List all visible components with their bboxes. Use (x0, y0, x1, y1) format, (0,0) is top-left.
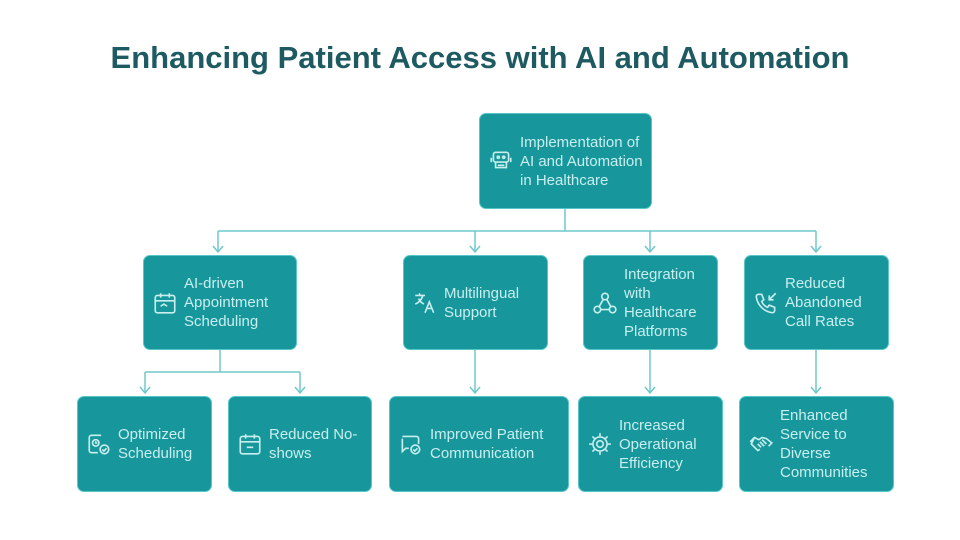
node-optimized-scheduling: Optimized Scheduling (77, 396, 212, 492)
node-operational-efficiency: Increased Operational Efficiency (578, 396, 723, 492)
handshake-icon (748, 431, 774, 457)
node-improved-communication: Improved Patient Communication (389, 396, 569, 492)
node-diverse-communities: Enhanced Service to Diverse Communities (739, 396, 894, 492)
node-multilingual: Multilingual Support (403, 255, 548, 350)
node-label: AI-driven Appointment Scheduling (184, 275, 269, 330)
node-label: Integration with Healthcare Platforms (624, 265, 697, 340)
node-label: Optimized Scheduling (118, 426, 193, 462)
page-title: Enhancing Patient Access with AI and Aut… (110, 40, 850, 75)
node-label: Enhanced Service to Diverse Communities (780, 407, 868, 481)
node-label: Reduced No-shows (269, 426, 358, 462)
node-label: Reduced Abandoned Call Rates (785, 275, 862, 330)
node-reduced-no-shows: Reduced No-shows (228, 396, 372, 492)
root-node: Implementation of AI and Automation in H… (479, 113, 652, 209)
robot-icon (488, 148, 514, 174)
node-label: Implementation of AI and Automation in H… (520, 133, 643, 189)
gear-icon (587, 431, 613, 457)
node-label: Improved Patient Communication (430, 426, 544, 462)
network-icon (592, 290, 618, 316)
chat-check-icon (398, 431, 424, 457)
translate-icon (412, 290, 438, 316)
node-ai-scheduling: AI-driven Appointment Scheduling (143, 255, 297, 350)
phone-incoming-icon (753, 290, 779, 316)
clock-check-icon (86, 431, 112, 457)
node-label: Increased Operational Efficiency (619, 416, 697, 472)
node-label: Multilingual Support (444, 284, 520, 321)
node-integration: Integration with Healthcare Platforms (583, 255, 718, 350)
calendar-icon (152, 290, 178, 316)
node-abandoned-calls: Reduced Abandoned Call Rates (744, 255, 889, 350)
calendar-minus-icon (237, 431, 263, 457)
